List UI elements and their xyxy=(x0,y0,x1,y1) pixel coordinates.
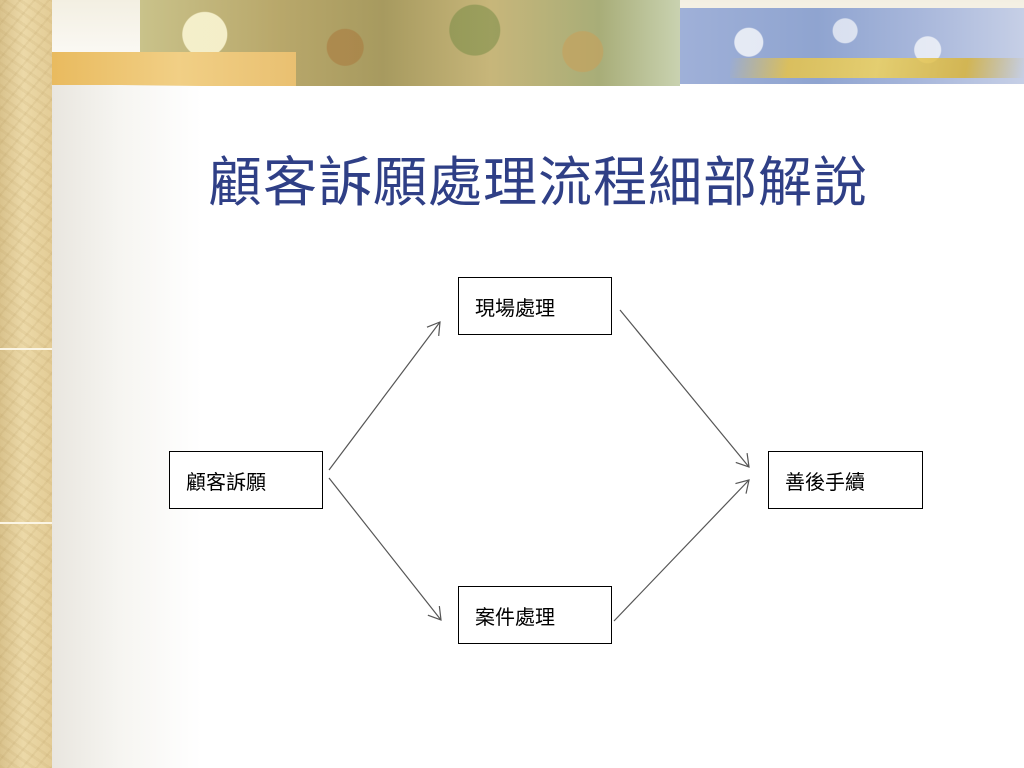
node-onsite-handling: 現場處理 xyxy=(458,277,612,335)
arrowhead-case-to-followup xyxy=(735,479,750,494)
node-follow-up: 善後手續 xyxy=(768,451,923,509)
arrowhead-onsite-to-followup xyxy=(735,453,750,468)
left-shadow-fade xyxy=(52,85,202,768)
edge-customer-to-case xyxy=(328,477,442,621)
node-label: 善後手續 xyxy=(785,469,865,494)
left-parchment-strip xyxy=(0,0,52,768)
node-label: 案件處理 xyxy=(475,604,555,629)
yellow-grass-banner-image xyxy=(730,58,1024,78)
slide-title: 顧客訴願處理流程細部解說 xyxy=(208,151,868,214)
edge-case-to-followup xyxy=(613,479,750,622)
edge-customer-to-onsite xyxy=(328,321,441,471)
node-label: 現場處理 xyxy=(475,295,555,320)
node-customer-complaint: 顧客訴願 xyxy=(169,451,323,509)
edge-onsite-to-followup xyxy=(619,309,750,468)
node-label: 顧客訴願 xyxy=(186,469,266,494)
strip-divider xyxy=(0,522,52,524)
arrowhead-customer-to-case xyxy=(427,606,442,621)
edge-layer xyxy=(328,309,750,622)
arrowhead-customer-to-onsite xyxy=(426,321,441,336)
parchment-banner-strip xyxy=(36,52,296,86)
node-case-handling: 案件處理 xyxy=(458,586,612,644)
strip-divider xyxy=(0,348,52,350)
